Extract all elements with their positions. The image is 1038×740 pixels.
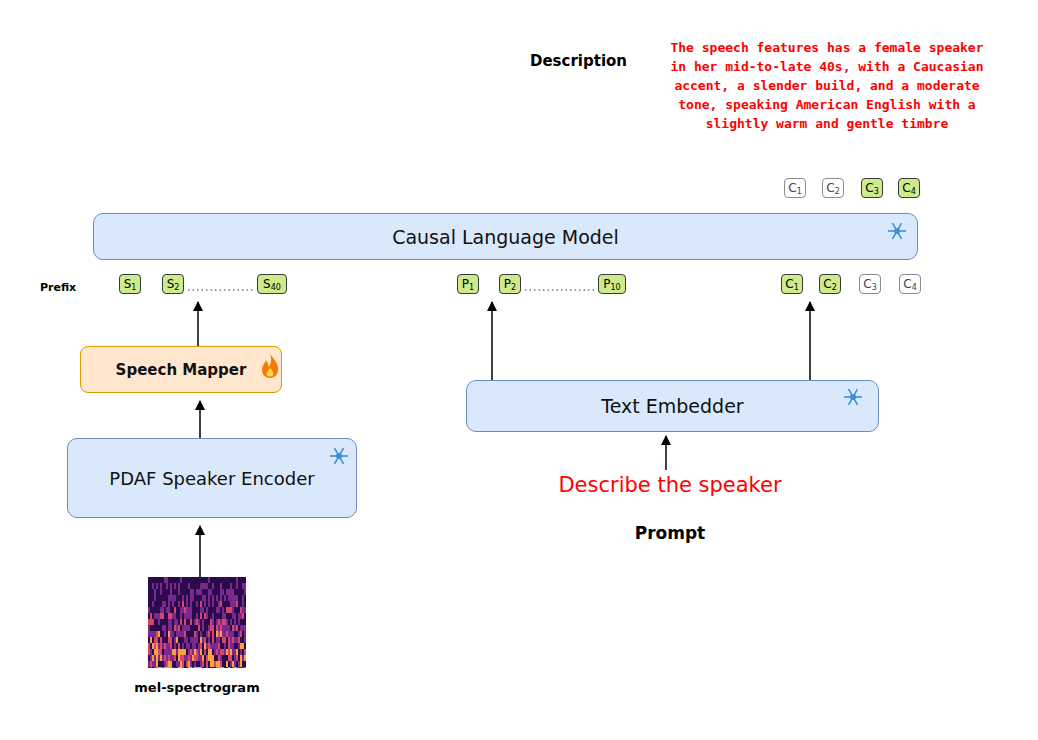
output-token: C4 (898, 178, 920, 198)
prompt-token: P2 (499, 274, 521, 294)
flow-arrow (809, 302, 811, 380)
embedder-box: Text Embedder (466, 380, 879, 432)
dotted-gap (188, 289, 255, 290)
token-letter: C (785, 277, 793, 291)
image-label: mel-spectrogram (134, 680, 259, 695)
token-index: 3 (874, 187, 879, 196)
caption-token: C1 (781, 274, 803, 294)
token-index: 2 (832, 283, 837, 292)
token-index: 2 (511, 283, 516, 292)
prompt-token: P10 (598, 274, 626, 294)
encoder-box: PDAF Speaker Encoder (67, 438, 357, 518)
token-letter: C (788, 181, 796, 195)
token-index: 1 (131, 283, 136, 292)
caption-token: C3 (859, 274, 881, 294)
token-index: 2 (174, 283, 179, 292)
mapper-box: Speech Mapper (80, 346, 282, 393)
prompt-token: P1 (457, 274, 479, 294)
description-text: The speech features has a female speaker… (662, 38, 992, 133)
model-box: Causal Language Model (93, 213, 918, 260)
token-letter: S (167, 277, 175, 291)
box-title: Speech Mapper (116, 361, 247, 379)
output-token: C3 (861, 178, 883, 198)
prefix-token: S2 (162, 274, 184, 294)
flow-arrow (491, 302, 493, 380)
prompt-arrow (665, 436, 667, 470)
box-title: Text Embedder (601, 395, 743, 417)
flow-arrow (199, 526, 201, 577)
prefix-token: S1 (119, 274, 141, 294)
token-index: 4 (912, 283, 917, 292)
box-title: Causal Language Model (392, 226, 619, 248)
section-label: Prefix (40, 281, 110, 295)
flow-arrow (197, 302, 199, 346)
section-label: Description (530, 52, 640, 70)
token-index: 10 (611, 283, 621, 292)
token-letter: S (263, 277, 271, 291)
prompt-text: Describe the speaker (520, 472, 820, 498)
token-index: 1 (794, 283, 799, 292)
token-index: 1 (797, 187, 802, 196)
token-letter: P (603, 277, 610, 291)
token-letter: C (823, 277, 831, 291)
output-token: C1 (784, 178, 806, 198)
token-letter: C (826, 181, 834, 195)
token-letter: C (865, 181, 873, 195)
output-token: C2 (822, 178, 844, 198)
token-index: 1 (469, 283, 474, 292)
token-letter: C (903, 277, 911, 291)
flow-arrow (199, 401, 201, 438)
prefix-token: S40 (257, 274, 287, 294)
dotted-gap (525, 289, 596, 290)
box-title: PDAF Speaker Encoder (109, 468, 314, 489)
token-index: 2 (835, 187, 840, 196)
token-letter: C (902, 181, 910, 195)
spectrogram-image (148, 577, 246, 668)
token-letter: P (504, 277, 511, 291)
token-letter: P (462, 277, 469, 291)
token-index: 4 (911, 187, 916, 196)
caption-token: C2 (819, 274, 841, 294)
token-letter: C (863, 277, 871, 291)
token-index: 3 (872, 283, 877, 292)
token-letter: S (124, 277, 132, 291)
spectrogram: mel-spectrogram (132, 577, 262, 695)
section-label: Prompt (570, 522, 770, 544)
caption-token: C4 (899, 274, 921, 294)
token-index: 40 (271, 283, 281, 292)
